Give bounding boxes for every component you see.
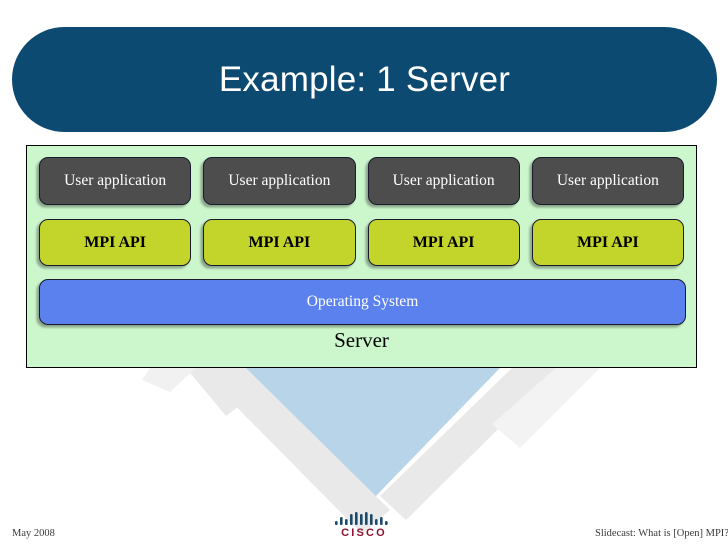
page-title: Example: 1 Server bbox=[218, 60, 511, 99]
watermark-stripe-upper-left bbox=[186, 368, 258, 416]
user-application-box-1[interactable]: User application bbox=[39, 157, 192, 205]
mpi-api-box-2[interactable]: MPI API bbox=[203, 219, 356, 266]
footer-date: May 2008 bbox=[12, 528, 55, 539]
cisco-logo: CISCO bbox=[331, 512, 397, 542]
server-container: User application User application User a… bbox=[26, 145, 697, 368]
column-slot: User application bbox=[526, 157, 690, 205]
operating-system-label: Operating System bbox=[306, 293, 419, 310]
column-slot: MPI API bbox=[362, 219, 526, 266]
user-application-box-4[interactable]: User application bbox=[531, 157, 684, 205]
watermark-stripe-far-right bbox=[492, 368, 600, 448]
cisco-wordmark: CISCO bbox=[341, 527, 387, 539]
mpi-api-row: MPI API MPI API MPI API MPI API bbox=[27, 219, 696, 266]
watermark-triangle-blue bbox=[228, 368, 500, 500]
cisco-bridge-icon bbox=[335, 512, 388, 525]
watermark-stripe-right bbox=[380, 368, 560, 520]
column-slot: User application bbox=[33, 157, 197, 205]
column-slot: User application bbox=[362, 157, 526, 205]
column-slot: User application bbox=[197, 157, 361, 205]
operating-system-box[interactable]: Operating System bbox=[39, 279, 686, 325]
watermark-stripe-left bbox=[198, 368, 390, 534]
user-application-row: User application User application User a… bbox=[27, 157, 696, 205]
column-slot: MPI API bbox=[197, 219, 361, 266]
slide-title-bar: Example: 1 Server bbox=[12, 27, 717, 132]
watermark-stripe-far-left bbox=[142, 368, 196, 392]
footer-slide-info: Slidecast: What is [Open] MPI? 15 bbox=[595, 528, 728, 539]
server-label: Server bbox=[334, 328, 389, 352]
user-application-box-2[interactable]: User application bbox=[203, 157, 356, 205]
mpi-api-box-1[interactable]: MPI API bbox=[39, 219, 192, 266]
user-application-box-3[interactable]: User application bbox=[367, 157, 520, 205]
mpi-api-box-4[interactable]: MPI API bbox=[531, 219, 684, 266]
column-slot: MPI API bbox=[33, 219, 197, 266]
column-slot: MPI API bbox=[526, 219, 690, 266]
mpi-api-box-3[interactable]: MPI API bbox=[367, 219, 520, 266]
